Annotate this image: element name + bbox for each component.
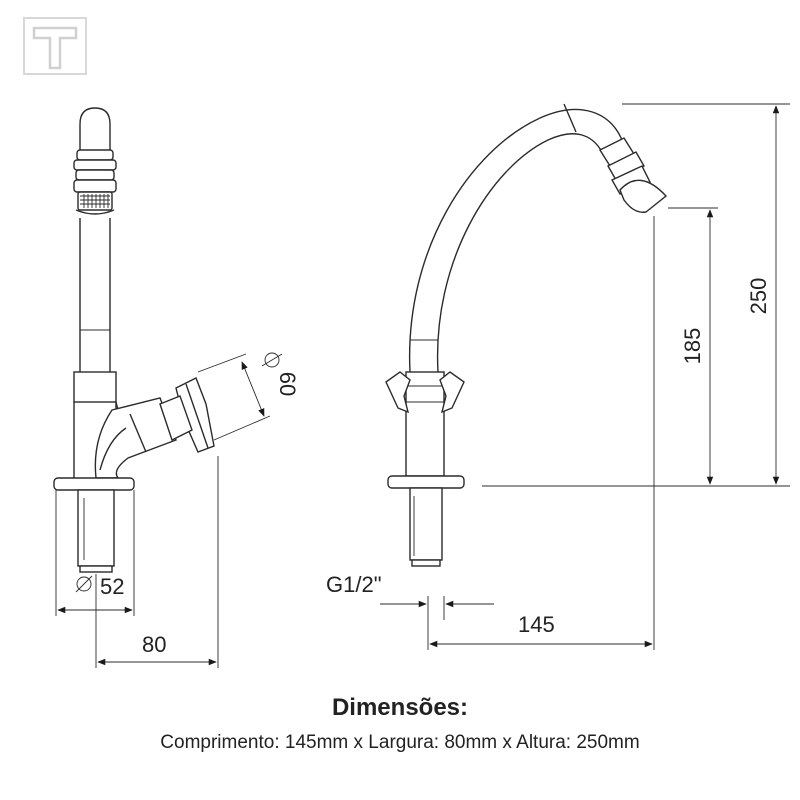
caption-title: Dimensões: [331,694,469,721]
dimension-outlet-height: 185 [482,207,790,487]
dimension-250-label: 250 [746,278,771,315]
front-view-faucet [385,103,668,567]
dimension-thread: G1/2" [326,572,494,620]
dimension-145-label: 145 [518,612,555,637]
brand-logo [23,17,87,75]
dimension-80-label: 80 [142,632,166,657]
dimension-length: 145 [427,216,655,650]
caption-specs: Comprimento: 145mm x Largura: 80mm x Alt… [160,732,640,753]
dimension-width: 80 [95,456,219,668]
dimension-185-label: 185 [680,328,705,365]
dimension-flange-diameter: 52 [55,490,135,616]
side-view-faucet [53,107,215,573]
dimension-total-height: 250 [622,103,790,485]
dimension-handle-diameter: 60 [197,352,300,441]
dimension-52-label: 52 [100,574,124,599]
dimension-60-label: 60 [275,372,300,396]
dimension-thread-label: G1/2" [326,572,382,597]
